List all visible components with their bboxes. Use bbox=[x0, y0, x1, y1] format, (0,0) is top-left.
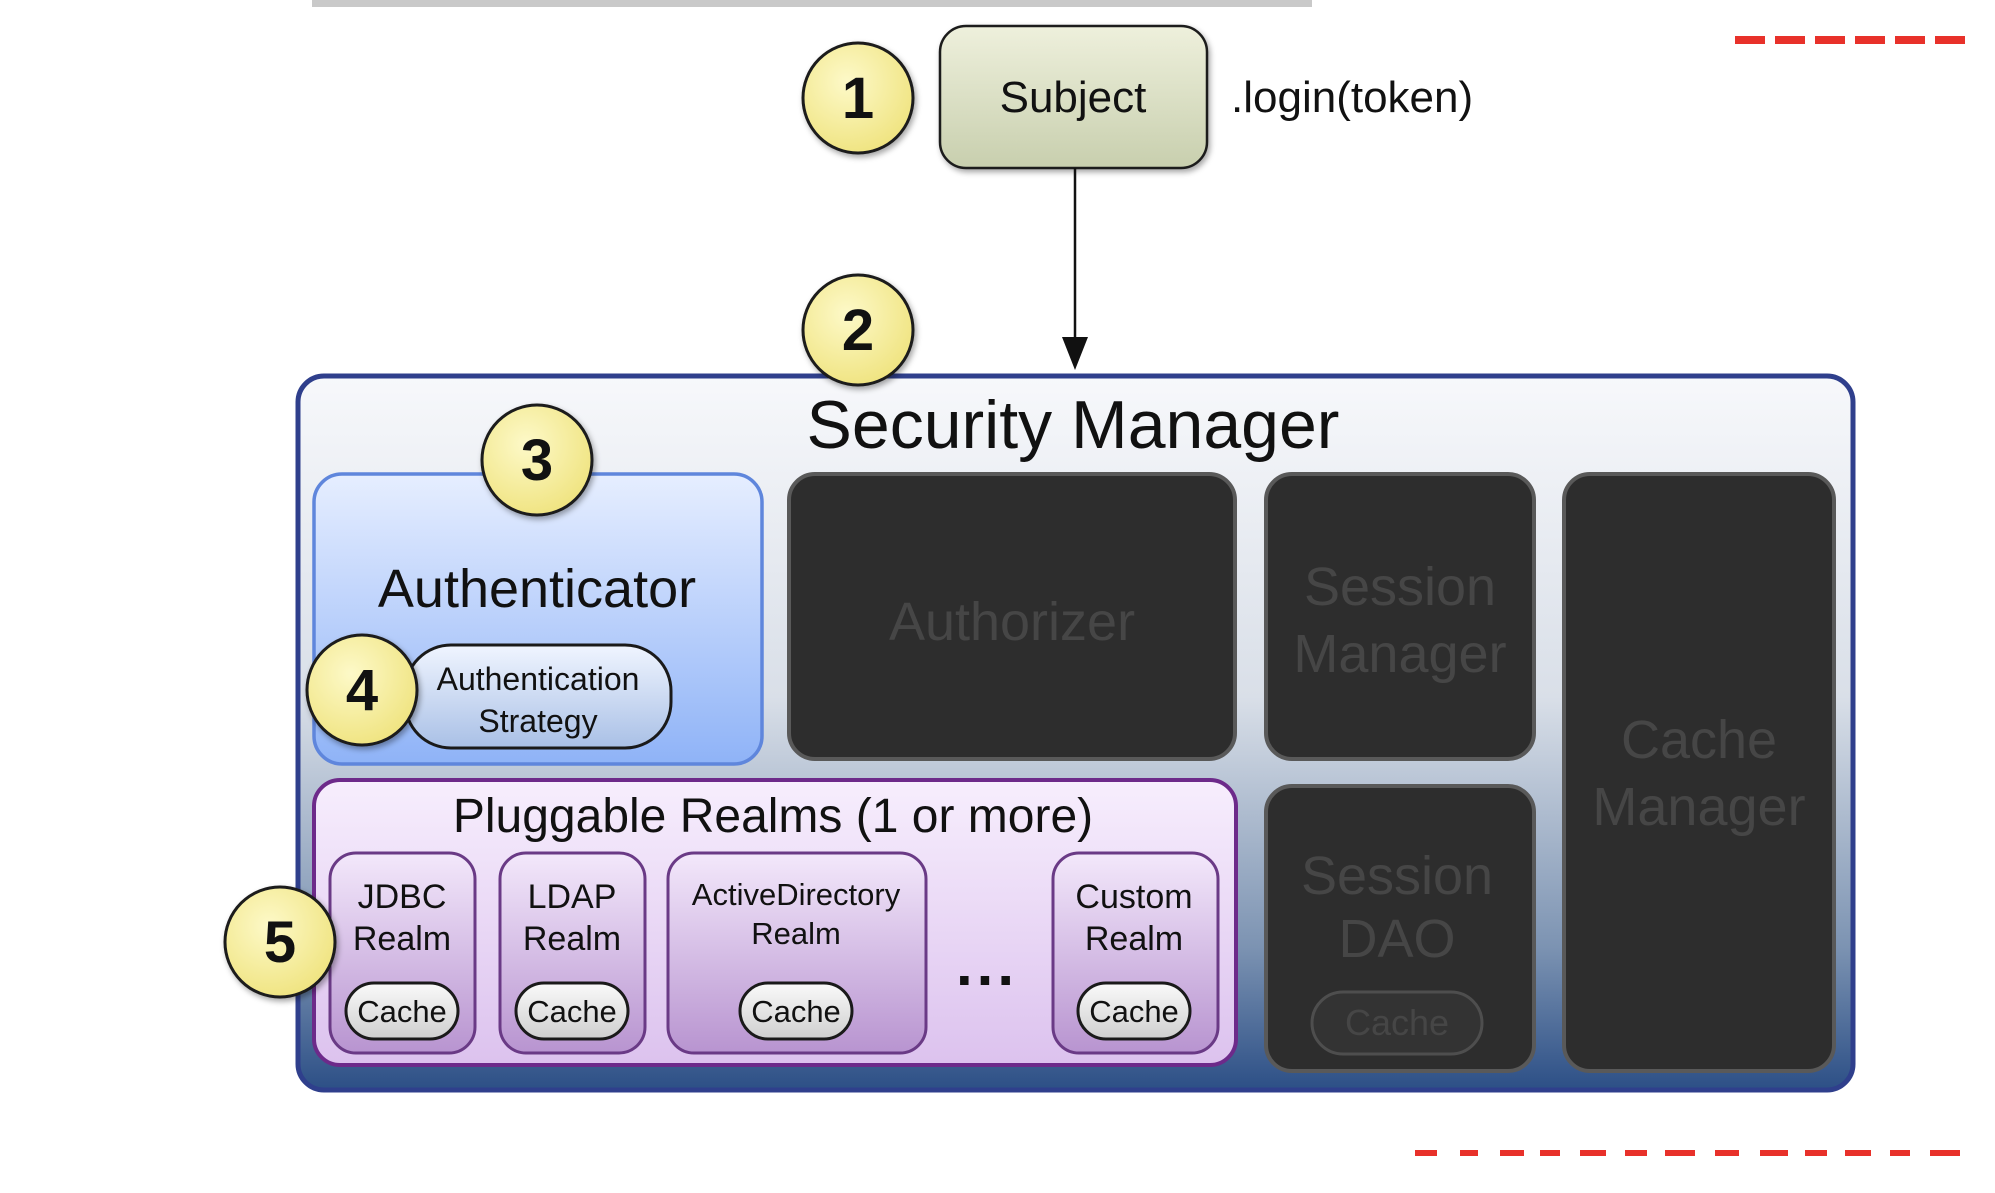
cache-manager: Cache Manager bbox=[1562, 472, 1836, 1073]
realm-ldap-line1: LDAP bbox=[528, 878, 617, 916]
step-badge-5: 5 bbox=[223, 885, 337, 999]
authorizer-label: Authorizer bbox=[889, 592, 1135, 652]
realm-custom-line2: Realm bbox=[1085, 920, 1183, 958]
session-manager-line1: Session bbox=[1304, 557, 1496, 617]
step-5-number: 5 bbox=[264, 910, 296, 975]
step-2-number: 2 bbox=[842, 298, 874, 363]
watermark-top bbox=[1735, 36, 1965, 44]
cache-manager-line1: Cache bbox=[1621, 710, 1777, 770]
realm-custom: Custom Realm Cache bbox=[1051, 851, 1220, 1055]
pluggable-realms: Pluggable Realms (1 or more) JDBC Realm … bbox=[312, 778, 1238, 1067]
session-dao-line1: Session bbox=[1301, 846, 1493, 906]
watermark-bottom bbox=[1415, 1150, 1960, 1156]
step-badge-3: 3 bbox=[480, 403, 594, 517]
step-badge-4: 4 bbox=[305, 633, 419, 747]
realm-ldap-cache: Cache bbox=[527, 994, 617, 1029]
pluggable-realms-title: Pluggable Realms (1 or more) bbox=[453, 790, 1093, 843]
realm-jdbc-line1: JDBC bbox=[358, 878, 447, 916]
session-dao-cache-label: Cache bbox=[1345, 1002, 1449, 1043]
step-1-number: 1 bbox=[842, 66, 874, 131]
realm-activedirectory: ActiveDirectory Realm Cache bbox=[666, 851, 928, 1055]
realm-activedirectory-line2: Realm bbox=[751, 916, 841, 951]
authenticator-title: Authenticator bbox=[378, 559, 696, 619]
realm-jdbc-cache: Cache bbox=[357, 994, 447, 1029]
session-manager-line2: Manager bbox=[1293, 624, 1506, 684]
session-dao-cache: Cache bbox=[1310, 990, 1484, 1056]
subject-node: Subject bbox=[938, 24, 1209, 170]
session-dao: Session DAO Cache bbox=[1264, 784, 1536, 1073]
step-badge-2: 2 bbox=[801, 273, 915, 387]
authentication-strategy: Authentication Strategy bbox=[403, 643, 673, 750]
step-4-number: 4 bbox=[346, 658, 378, 723]
top-bar-fragment bbox=[312, 0, 1312, 7]
subject-label: Subject bbox=[1000, 73, 1147, 122]
subject-method: .login(token) bbox=[1231, 73, 1473, 122]
realm-jdbc-line2: Realm bbox=[353, 920, 451, 958]
arrow-subject-to-manager bbox=[1062, 168, 1088, 370]
authorizer: Authorizer bbox=[787, 472, 1237, 761]
realm-ldap-line2: Realm bbox=[523, 920, 621, 958]
realm-custom-cache: Cache bbox=[1089, 994, 1179, 1029]
cache-manager-line2: Manager bbox=[1592, 777, 1805, 837]
realms-ellipsis: ... bbox=[956, 931, 1018, 998]
realm-ldap: LDAP Realm Cache bbox=[498, 851, 647, 1055]
step-3-number: 3 bbox=[521, 428, 553, 493]
authentication-strategy-line2: Strategy bbox=[478, 703, 597, 739]
authentication-strategy-line1: Authentication bbox=[437, 661, 640, 697]
realm-jdbc: JDBC Realm Cache bbox=[328, 851, 477, 1055]
security-manager-title: Security Manager bbox=[807, 387, 1340, 463]
session-manager: Session Manager bbox=[1264, 472, 1536, 761]
realm-custom-line1: Custom bbox=[1075, 878, 1192, 916]
session-dao-line2: DAO bbox=[1338, 909, 1455, 969]
step-badge-1: 1 bbox=[801, 41, 915, 155]
realm-activedirectory-cache: Cache bbox=[751, 994, 841, 1029]
realm-activedirectory-line1: ActiveDirectory bbox=[692, 877, 901, 912]
